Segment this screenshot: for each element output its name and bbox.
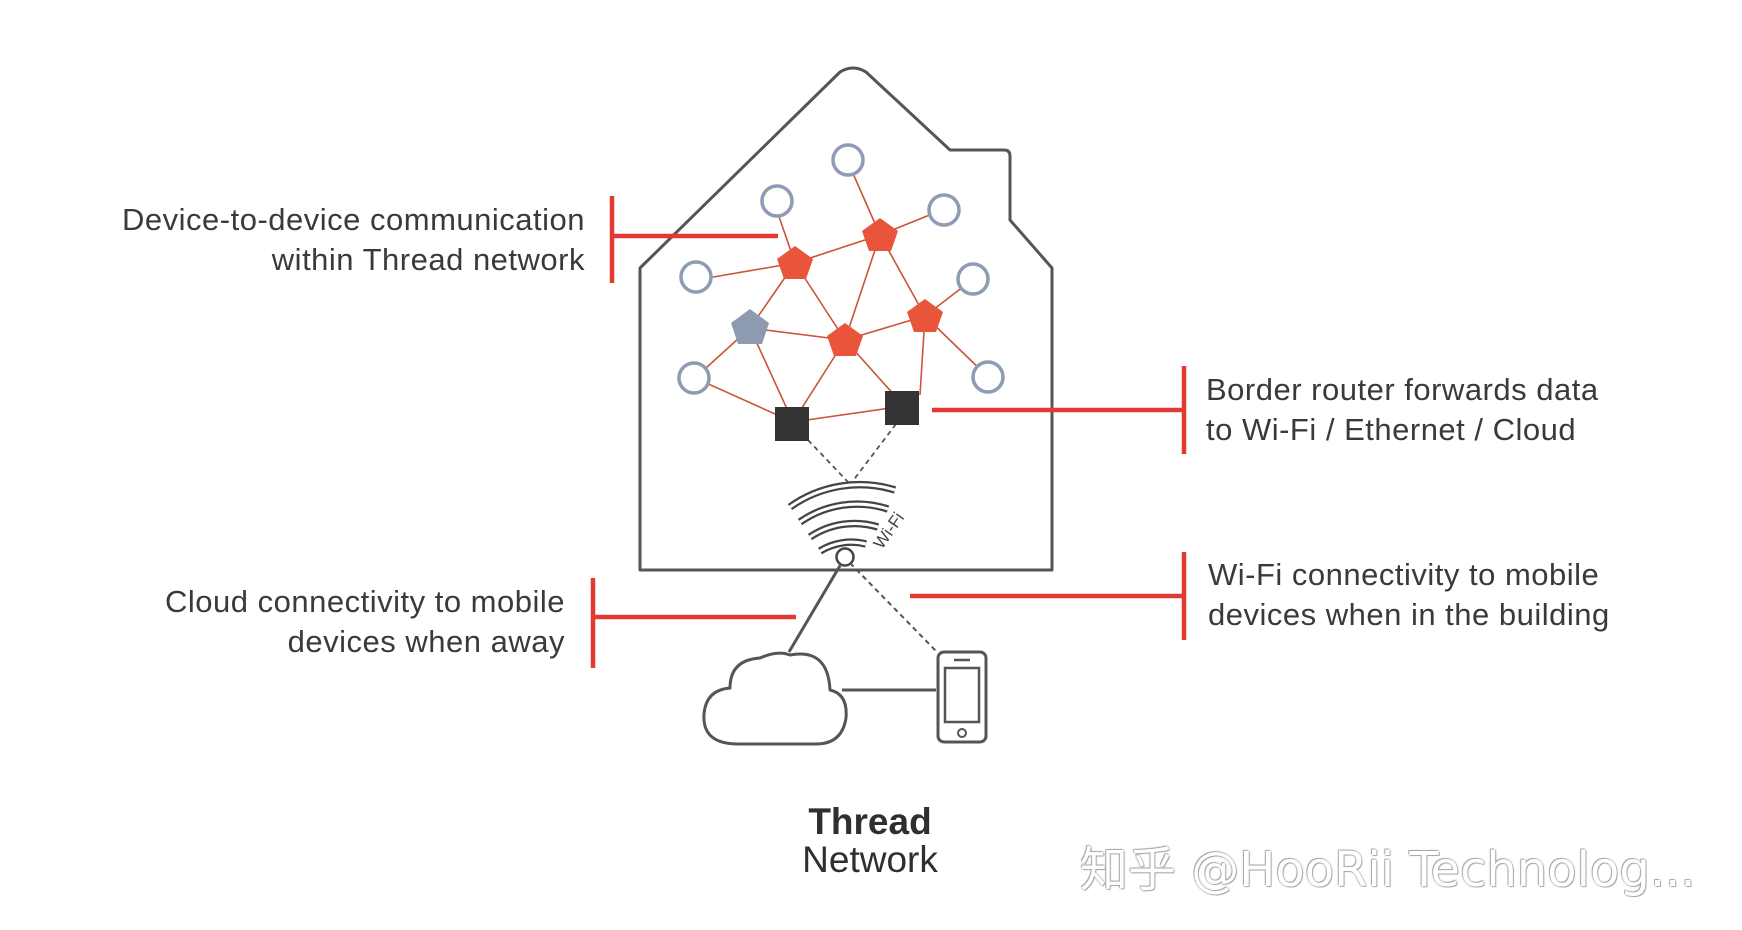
router-node xyxy=(777,246,813,279)
title-line-2: Network xyxy=(802,839,938,880)
callout-brackets xyxy=(590,196,1187,668)
cloud-annotation: Cloud connectivity to mobile devices whe… xyxy=(20,582,565,662)
wifi-annotation: Wi-Fi connectivity to mobile devices whe… xyxy=(1208,555,1728,635)
annotation-line: devices when in the building xyxy=(1208,597,1610,632)
cloud-icon xyxy=(702,651,848,746)
device-to-device-annotation: Device-to-device communication within Th… xyxy=(20,200,585,280)
annotation-line: Border router forwards data xyxy=(1206,372,1599,407)
annotation-line: to Wi-Fi / Ethernet / Cloud xyxy=(1206,412,1577,447)
leader-node xyxy=(731,309,769,344)
border-router xyxy=(885,391,919,425)
end-device-node xyxy=(679,260,713,294)
router-wifi-links xyxy=(807,423,897,483)
annotation-line: within Thread network xyxy=(271,242,585,277)
end-device-node xyxy=(760,184,794,218)
annotation-line: Wi-Fi connectivity to mobile xyxy=(1208,557,1600,592)
watermark: 知乎 @HooRii Technolog... xyxy=(1080,842,1696,898)
wifi-icon-inner xyxy=(789,483,896,553)
router-node xyxy=(907,299,943,332)
router-node xyxy=(862,218,898,251)
annotation-line: Cloud connectivity to mobile xyxy=(165,584,565,619)
title-line-1: Thread xyxy=(808,801,932,842)
end-device-node xyxy=(927,193,961,227)
annotation-line: devices when away xyxy=(287,624,565,659)
border-router xyxy=(775,407,809,441)
end-device-node xyxy=(831,143,865,177)
diagram-title: Thread Network xyxy=(700,801,1040,880)
end-device-node xyxy=(956,262,990,296)
cloud-link xyxy=(787,563,843,653)
house-outline xyxy=(638,66,1054,572)
wifi-icon-label: Wi-Fi xyxy=(870,509,908,552)
phone-icon xyxy=(936,650,988,744)
annotation-line: Device-to-device communication xyxy=(122,202,585,237)
end-devices xyxy=(677,143,1005,395)
router-node xyxy=(827,323,863,356)
phone-wifi-link xyxy=(849,562,937,652)
border-router-annotation: Border router forwards data to Wi-Fi / E… xyxy=(1206,370,1726,450)
routers xyxy=(777,218,943,356)
wifi-access-point xyxy=(835,547,855,567)
end-device-node xyxy=(971,360,1005,394)
end-device-node xyxy=(677,361,711,395)
